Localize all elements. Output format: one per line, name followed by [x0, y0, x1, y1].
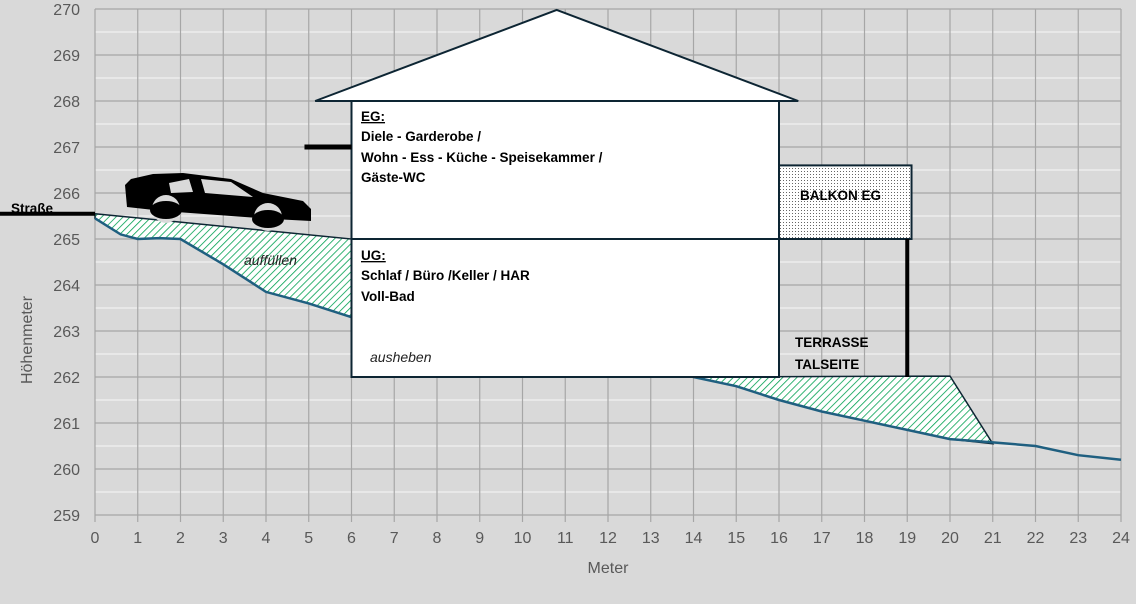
svg-text:Schlaf / Büro /Keller / HAR: Schlaf / Büro /Keller / HAR	[361, 268, 530, 283]
svg-text:Diele - Garderobe /: Diele - Garderobe /	[361, 129, 481, 144]
x-tick-label: 21	[984, 530, 1002, 547]
y-tick-label: 259	[53, 508, 80, 525]
y-tick-label: 261	[53, 416, 80, 433]
y-tick-label: 264	[53, 278, 80, 295]
svg-text:Gäste-WC: Gäste-WC	[361, 170, 426, 185]
balkon	[778, 164, 913, 240]
y-tick-label: 263	[53, 324, 80, 341]
y-tick-label: 270	[53, 2, 80, 19]
x-tick-label: 22	[1027, 530, 1045, 547]
y-axis-label: Höhenmeter	[19, 295, 36, 384]
y-tick-label: 265	[53, 232, 80, 249]
x-tick-label: 17	[813, 530, 831, 547]
x-tick-label: 4	[262, 530, 271, 547]
x-tick-label: 18	[856, 530, 874, 547]
car-icon	[125, 173, 311, 231]
terrasse-label-2: TALSEITE	[795, 357, 859, 372]
x-tick-label: 6	[347, 530, 356, 547]
svg-text:EG:: EG:	[361, 109, 385, 124]
x-tick-label: 10	[514, 530, 532, 547]
y-tick-label: 269	[53, 48, 80, 65]
x-tick-label: 19	[898, 530, 916, 547]
y-tick-label: 268	[53, 94, 80, 111]
fill-label: auffüllen	[244, 252, 297, 268]
ug-floor	[350, 238, 780, 378]
x-tick-label: 3	[219, 530, 228, 547]
y-tick-label: 262	[53, 370, 80, 387]
dig-label: ausheben	[370, 349, 432, 365]
x-tick-label: 23	[1069, 530, 1087, 547]
x-tick-label: 14	[685, 530, 703, 547]
terrasse-label-1: TERRASSE	[795, 335, 869, 350]
x-tick-label: 24	[1112, 530, 1130, 547]
x-axis-label: Meter	[588, 560, 630, 577]
x-tick-label: 16	[770, 530, 788, 547]
x-tick-label: 7	[390, 530, 399, 547]
x-tick-label: 0	[91, 530, 100, 547]
x-tick-label: 15	[727, 530, 745, 547]
y-tick-labels: 259 260 261 262 263 264 265 266 267 268 269 270	[53, 2, 80, 525]
y-tick-label: 260	[53, 462, 80, 479]
x-tick-label: 13	[642, 530, 660, 547]
x-tick-label: 2	[176, 530, 185, 547]
x-tick-label: 12	[599, 530, 617, 547]
y-tick-label: 266	[53, 186, 80, 203]
svg-text:UG:: UG:	[361, 248, 386, 263]
eg-label: EG: Diele - Garderobe / Wohn - Ess - Küc…	[361, 109, 603, 185]
x-tick-label: 1	[133, 530, 142, 547]
x-tick-label: 20	[941, 530, 959, 547]
balkon-label: BALKON EG	[800, 188, 881, 203]
x-tick-label: 9	[475, 530, 484, 547]
svg-text:Wohn - Ess - Küche - Speisekam: Wohn - Ess - Küche - Speisekammer /	[361, 150, 603, 165]
street-label: Straße	[11, 201, 54, 216]
x-tick-label: 8	[433, 530, 442, 547]
ug-label: UG: Schlaf / Büro /Keller / HAR Voll-Bad	[361, 248, 530, 304]
eg-floor	[350, 100, 780, 240]
x-tick-label: 11	[557, 530, 574, 547]
x-tick-label: 5	[304, 530, 313, 547]
y-tick-label: 267	[53, 140, 80, 157]
svg-text:Voll-Bad: Voll-Bad	[361, 289, 415, 304]
